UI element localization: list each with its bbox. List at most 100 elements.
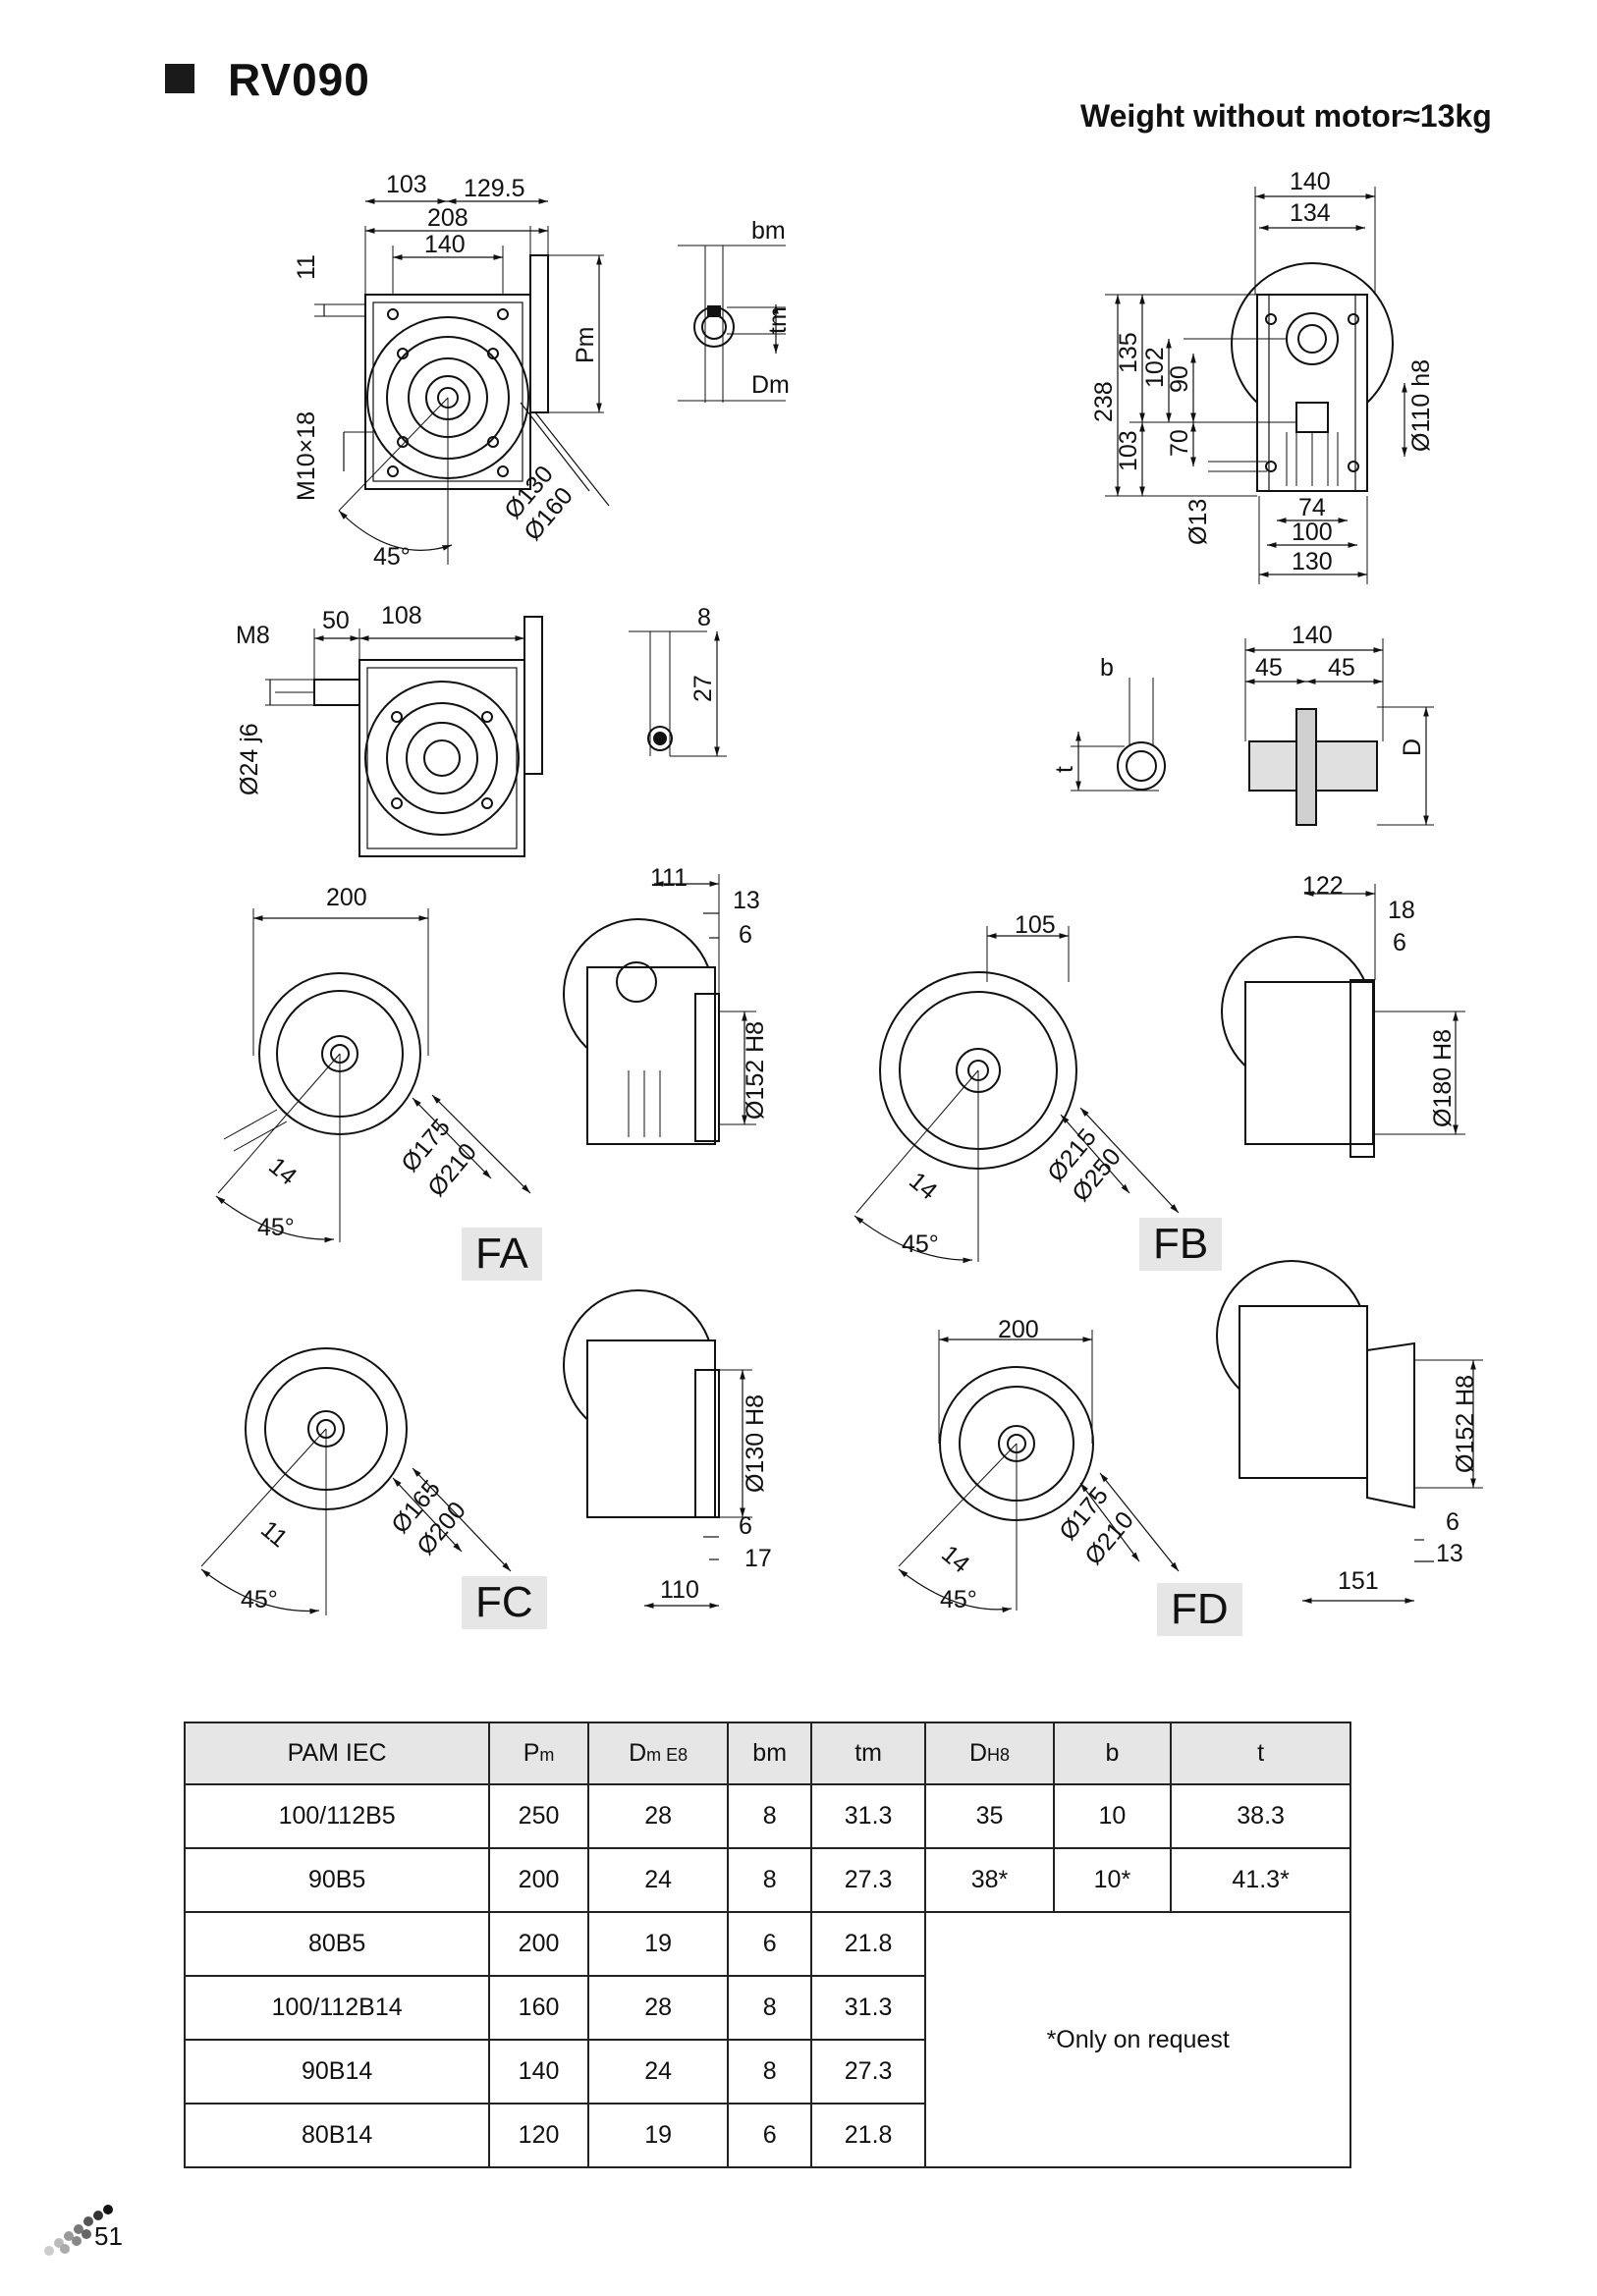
dim-bm: bm [751, 217, 786, 245]
dim-h140: 140 [1292, 622, 1333, 649]
fb-dim-45: 45° [902, 1230, 939, 1258]
table-cell: 200 [488, 1911, 589, 1977]
table-cell: 80B5 [183, 1911, 491, 1977]
dimension-labels: 103 129.5 208 140 11 Pm M10×18 Ø130 Ø160… [236, 168, 1479, 1613]
table-cell: 100/112B14 [183, 1975, 491, 2041]
fa-dim-13: 13 [733, 887, 760, 914]
dim-8: 8 [697, 604, 711, 631]
table-cell: 8 [727, 1975, 812, 2041]
fb-dim-105: 105 [1015, 911, 1056, 939]
fc-dim-11: 11 [255, 1515, 293, 1553]
fd-dim-200: 200 [998, 1316, 1039, 1343]
table-cell: 8 [727, 2039, 812, 2105]
dim-27: 27 [689, 675, 717, 702]
table-cell: 10 [1052, 1783, 1173, 1849]
fc-dim-6: 6 [739, 1512, 752, 1540]
dim-129-5: 129.5 [464, 175, 525, 202]
fa-dim-111: 111 [650, 864, 688, 892]
fb-dim-6: 6 [1393, 929, 1406, 957]
dim-r70: 70 [1166, 429, 1193, 457]
table-cell: 21.8 [809, 2103, 927, 2168]
dim-h45b: 45 [1328, 654, 1355, 682]
table-cell: 8 [727, 1847, 812, 1913]
title-bullet [165, 64, 194, 93]
dim-m10x18: M10×18 [293, 411, 320, 501]
table-cell: 38* [924, 1847, 1055, 1913]
fc-dim-45: 45° [241, 1586, 278, 1613]
table-cell: 38.3 [1170, 1783, 1351, 1849]
table-cell: 10* [1052, 1847, 1173, 1913]
side-view-gearbox [1105, 187, 1407, 584]
dim-b: b [1100, 654, 1114, 682]
input-shaft-view [265, 616, 543, 857]
table-row: 90B14 140 24 8 27.3 [183, 2039, 1350, 2105]
table-cell: 140 [488, 2039, 589, 2105]
variant-fd: FD [1157, 1583, 1242, 1636]
dim-50: 50 [322, 607, 350, 634]
dim-45-a: 45° [373, 543, 411, 571]
fa-dim-200: 200 [326, 884, 367, 911]
table-cell: 21.8 [809, 1911, 927, 1977]
table-cell: 200 [488, 1847, 589, 1913]
table-cell: 28 [586, 1783, 730, 1849]
dim-r90: 90 [1166, 365, 1193, 393]
table-cell: 27.3 [809, 2039, 927, 2105]
table-row: 90B5 200 24 8 27.3 38* 10* 41.3* [183, 1847, 1351, 1913]
fd-dim-6: 6 [1446, 1508, 1459, 1536]
shaft-section-view [678, 245, 786, 403]
dim-r140: 140 [1290, 168, 1331, 195]
dim-r102: 102 [1141, 347, 1169, 388]
table-header-row: PAM IEC Pm Dm E8 bm tm DH8 b t [183, 1722, 1351, 1785]
table-cell: 90B14 [183, 2039, 491, 2105]
table-cell: 24 [586, 2039, 730, 2105]
fc-dim-110: 110 [660, 1576, 699, 1604]
col-dm-e8: Dm E8 [586, 1722, 730, 1785]
table-cell: 24 [586, 1847, 730, 1913]
fb-dim-14: 14 [904, 1167, 942, 1205]
fd-dim-13: 13 [1436, 1540, 1463, 1567]
dim-r130: 130 [1292, 548, 1333, 575]
fb-flange-front [854, 926, 1180, 1264]
page-title: RV090 [228, 54, 370, 105]
fd-dim-14: 14 [936, 1540, 974, 1578]
table-cell: 41.3* [1170, 1847, 1351, 1913]
col-b: b [1052, 1722, 1173, 1785]
col-t: t [1170, 1722, 1351, 1785]
dim-r74: 74 [1298, 494, 1326, 521]
page-number: 51 [94, 2221, 123, 2251]
table-row: 80B5 200 19 6 21.8 *Only on request [183, 1911, 1351, 2168]
table-row: 100/112B14 160 28 8 31.3 [183, 1975, 1350, 2041]
variant-fa: FA [462, 1228, 542, 1281]
dim-11: 11 [293, 254, 320, 280]
col-tm: tm [809, 1722, 927, 1785]
fd-dim-151: 151 [1338, 1567, 1379, 1595]
fb-dim-122: 122 [1302, 872, 1344, 900]
dim-r238: 238 [1090, 381, 1118, 422]
fd-dim-45: 45° [940, 1586, 977, 1613]
fa-dim-45: 45° [257, 1214, 295, 1241]
variant-fc: FC [462, 1576, 547, 1629]
dim-tm: tm [764, 306, 792, 334]
hollow-shaft-detail [1071, 638, 1434, 826]
table-cell: 160 [488, 1975, 589, 2041]
input-shaft-section [629, 630, 727, 757]
fa-flange-side [563, 874, 756, 1145]
table-cell: 8 [727, 1783, 812, 1849]
table-cell: 28 [586, 1975, 730, 2041]
table-cell: 100/112B5 [183, 1783, 491, 1849]
dim-t: t [1051, 766, 1078, 773]
weight-note: Weight without motor≈13kg [1080, 98, 1492, 134]
table-cell: 120 [488, 2103, 589, 2168]
table-cell: 6 [727, 1911, 812, 1977]
table-row: 100/112B5 250 28 8 31.3 35 10 38.3 [183, 1783, 1351, 1849]
col-dh8: DH8 [924, 1722, 1055, 1785]
brand-logo-icon [44, 2205, 113, 2256]
dim-r13: Ø13 [1184, 499, 1212, 545]
dim-140: 140 [424, 231, 466, 258]
table-cell: 31.3 [809, 1783, 927, 1849]
fc-dim-130: Ø130 H8 [742, 1394, 769, 1493]
table-cell: 250 [488, 1783, 589, 1849]
variant-fb: FB [1139, 1218, 1223, 1271]
request-note: *Only on request [924, 1911, 1351, 2168]
col-pam-iec: PAM IEC [183, 1722, 491, 1785]
